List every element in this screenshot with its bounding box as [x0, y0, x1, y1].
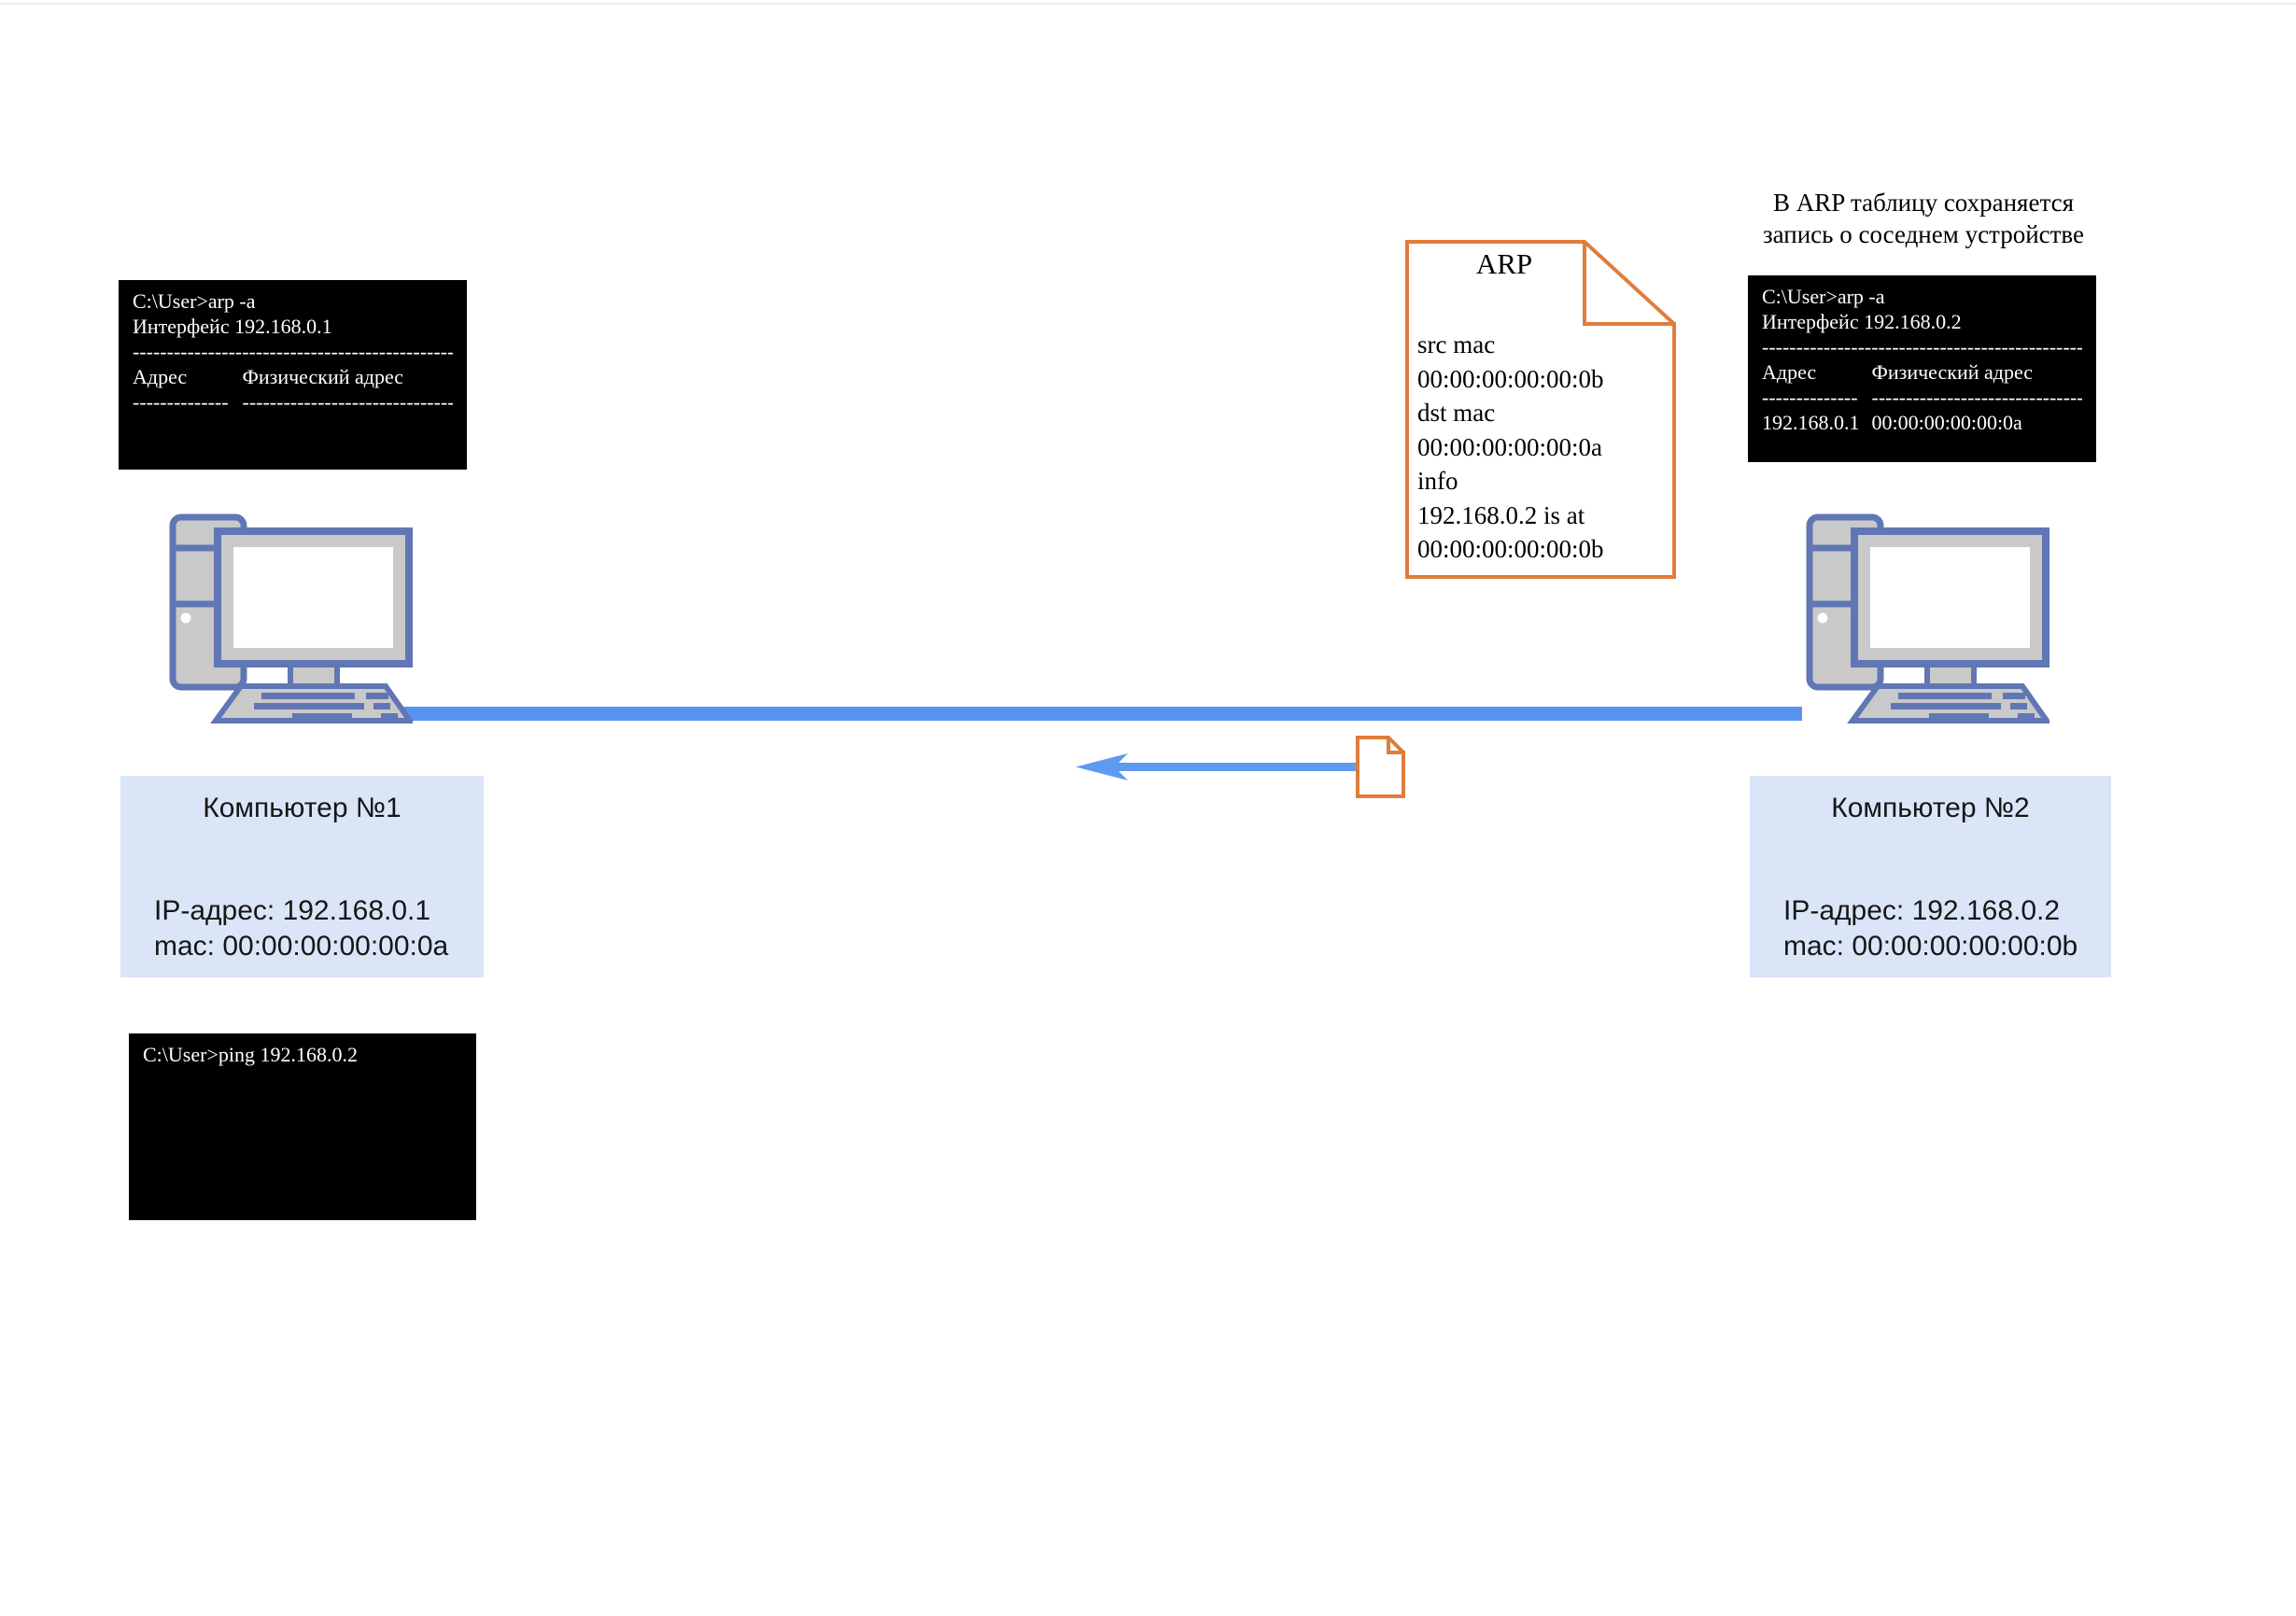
page-edge-divider: [0, 3, 2296, 5]
computer2-icon: [1806, 513, 2049, 724]
terminal-divider: ----------------------------------------…: [1762, 335, 2082, 358]
packet-field-info-line2: 00:00:00:00:00:0b: [1417, 535, 1604, 563]
column-header-physical-address: Физический адрес: [1871, 360, 2034, 384]
arp-entry-ip: 192.168.0.1: [1762, 411, 1860, 434]
computer2-ip: IP-адрес: 192.168.0.2: [1783, 895, 2061, 926]
computer2-label-card: Компьютер №2 IP-адрес: 192.168.0.2 mac: …: [1750, 776, 2111, 977]
packet-field-dst-label: dst mac: [1417, 399, 1496, 427]
annotation-line-1: В ARP таблицу сохраняется: [1772, 189, 2074, 217]
terminal-table-header-dashes: -------------- -------------------------…: [133, 389, 453, 415]
terminal-interface: Интерфейс 192.168.0.1: [133, 315, 332, 338]
computer1-ip: IP-адрес: 192.168.0.1: [154, 895, 431, 926]
terminal-command: C:\User>arp -a: [1762, 285, 1885, 308]
annotation-line-2: запись о соседнем устройстве: [1762, 220, 2084, 248]
column-header-address: Адрес: [1762, 360, 1817, 384]
computer1-icon: [169, 513, 413, 724]
arp-packet-title: ARP: [1475, 247, 1533, 280]
arp-table-annotation: В ARP таблицу сохраняется запись о сосед…: [1718, 187, 2129, 250]
arp-entry-mac: 00:00:00:00:00:0a: [1871, 411, 2022, 434]
computer1-title: Компьютер №1: [203, 793, 401, 823]
packet-field-info-label: info: [1417, 467, 1458, 495]
column-dashes: --------------: [1762, 386, 1858, 409]
note-outline-icon: [1405, 240, 1676, 579]
terminal-pc2-arp-table: C:\User>arp -a Интерфейс 192.168.0.2 ---…: [1748, 275, 2096, 462]
network-link-line: [401, 707, 1802, 721]
packet-document-icon: [1356, 736, 1405, 798]
column-dashes: -------------------------------: [242, 390, 454, 414]
column-dashes: --------------: [133, 390, 229, 414]
packet-field-src-label: src mac: [1417, 330, 1496, 358]
computer1-mac: mac: 00:00:00:00:00:0a: [154, 931, 449, 962]
packet-field-info-line1: 192.168.0.2 is at: [1417, 500, 1585, 529]
terminal-pc1-arp-table: C:\User>arp -a Интерфейс 192.168.0.1 ---…: [119, 280, 467, 470]
terminal-pc1-ping: C:\User>ping 192.168.0.2: [129, 1033, 476, 1220]
column-header-physical-address: Физический адрес: [242, 365, 404, 388]
arp-packet-body: src mac 00:00:00:00:00:0b dst mac 00:00:…: [1417, 328, 1604, 567]
computer2-details: IP-адрес: 192.168.0.2 mac: 00:00:00:00:0…: [1783, 893, 2078, 964]
packet-direction-arrow-icon: [1076, 753, 1356, 780]
column-header-address: Адрес: [133, 365, 188, 388]
terminal-interface: Интерфейс 192.168.0.2: [1762, 310, 1962, 333]
column-dashes: -------------------------------: [1871, 386, 2083, 409]
computer2-title: Компьютер №2: [1831, 793, 2030, 823]
terminal-command: C:\User>ping 192.168.0.2: [143, 1043, 358, 1066]
terminal-table-header-dashes: -------------- -------------------------…: [1762, 385, 2082, 410]
computer1-details: IP-адрес: 192.168.0.1 mac: 00:00:00:00:0…: [154, 893, 448, 964]
computer2-mac: mac: 00:00:00:00:00:0b: [1783, 931, 2078, 962]
computer1-label-card: Компьютер №1 IP-адрес: 192.168.0.1 mac: …: [120, 776, 484, 977]
arp-packet-note: ARP src mac 00:00:00:00:00:0b dst mac 00…: [1405, 240, 1676, 579]
terminal-table-header: Адрес Физический адрес: [133, 364, 453, 389]
terminal-command: C:\User>arp -a: [133, 289, 256, 313]
packet-field-dst-mac: 00:00:00:00:00:0a: [1417, 432, 1602, 461]
packet-field-src-mac: 00:00:00:00:00:0b: [1417, 364, 1604, 393]
terminal-divider: ----------------------------------------…: [133, 340, 453, 363]
arp-table-entry: 192.168.0.1 00:00:00:00:00:0a: [1762, 410, 2082, 435]
terminal-table-header: Адрес Физический адрес: [1762, 359, 2082, 385]
